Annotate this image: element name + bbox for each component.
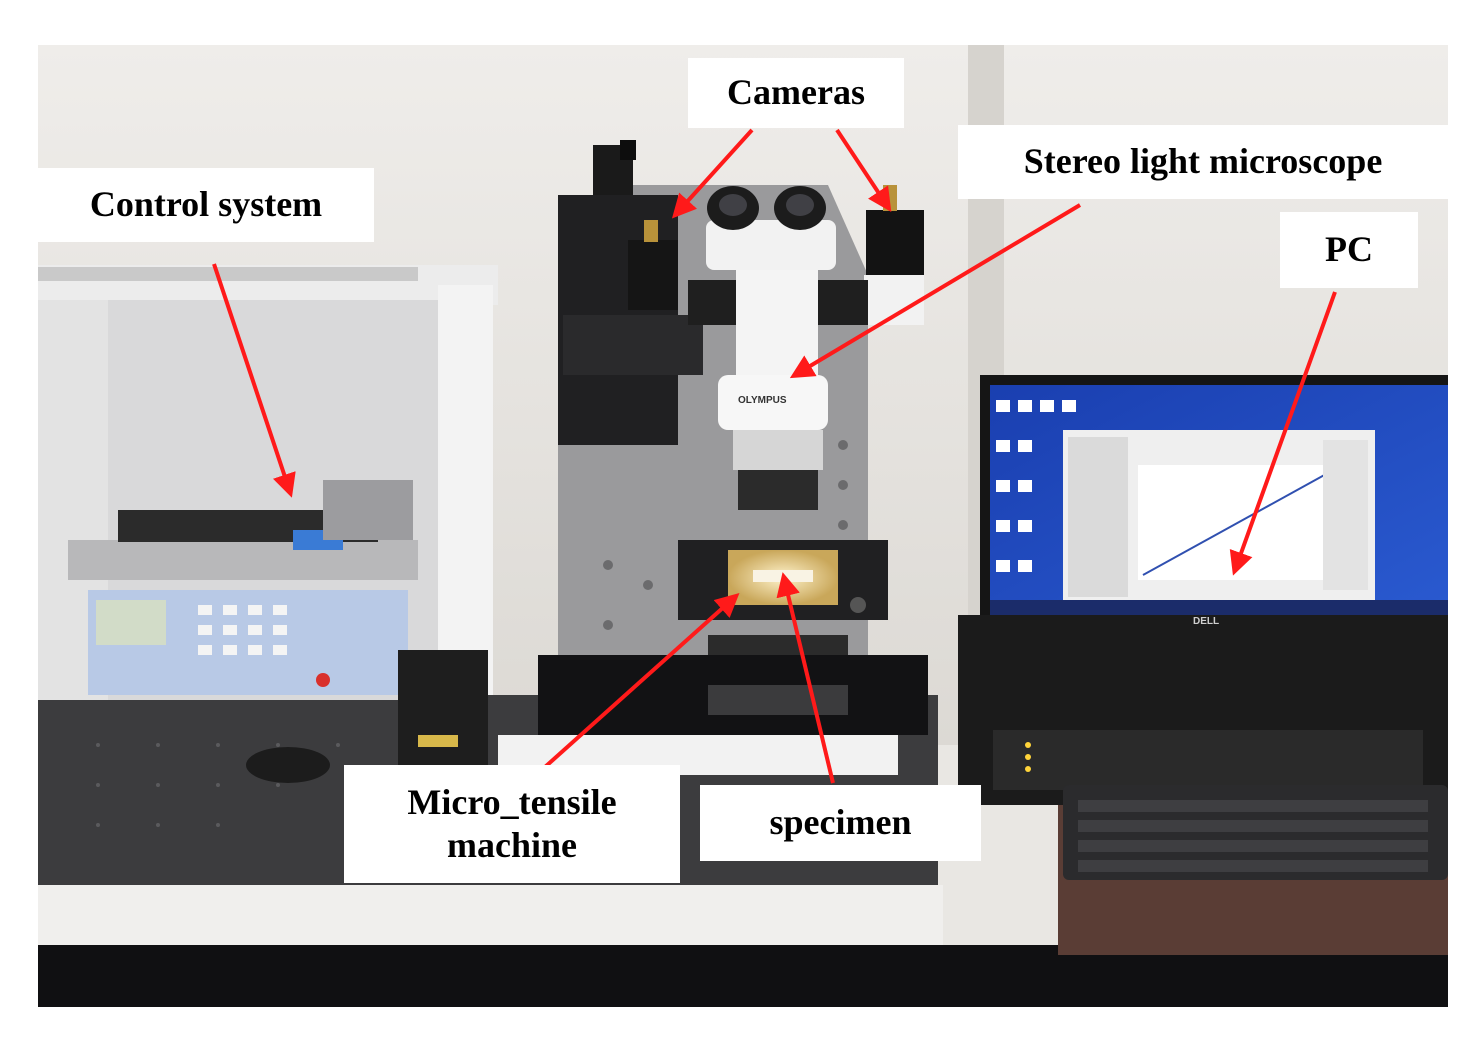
light-source-box (398, 650, 488, 770)
control-rack (38, 265, 498, 700)
label-micro-tensile-machine: Micro_tensile machine (344, 765, 680, 883)
label-pc: PC (1280, 212, 1418, 288)
label-cameras: Cameras (688, 58, 904, 128)
monitor-brand-text: DELL (1193, 616, 1220, 627)
optical-table-edge (38, 885, 943, 945)
label-micro-tensile-line2: machine (447, 825, 577, 865)
label-pc-text: PC (1325, 229, 1373, 270)
label-stereo-microscope: Stereo light microscope (958, 125, 1448, 199)
label-control-system: Control system (38, 168, 374, 242)
label-specimen-text: specimen (769, 802, 912, 843)
label-specimen: specimen (700, 785, 981, 861)
floor (38, 945, 1448, 1007)
label-control-system-text: Control system (89, 184, 323, 225)
label-micro-tensile-line1: Micro_tensile (407, 781, 617, 822)
label-stereo-microscope-text: Stereo light microscope (1023, 141, 1383, 182)
round-pad (246, 747, 330, 783)
microscope-brand-text: OLYMPUS (738, 395, 787, 406)
camera-left (628, 220, 678, 310)
label-cameras-text: Cameras (727, 72, 865, 113)
